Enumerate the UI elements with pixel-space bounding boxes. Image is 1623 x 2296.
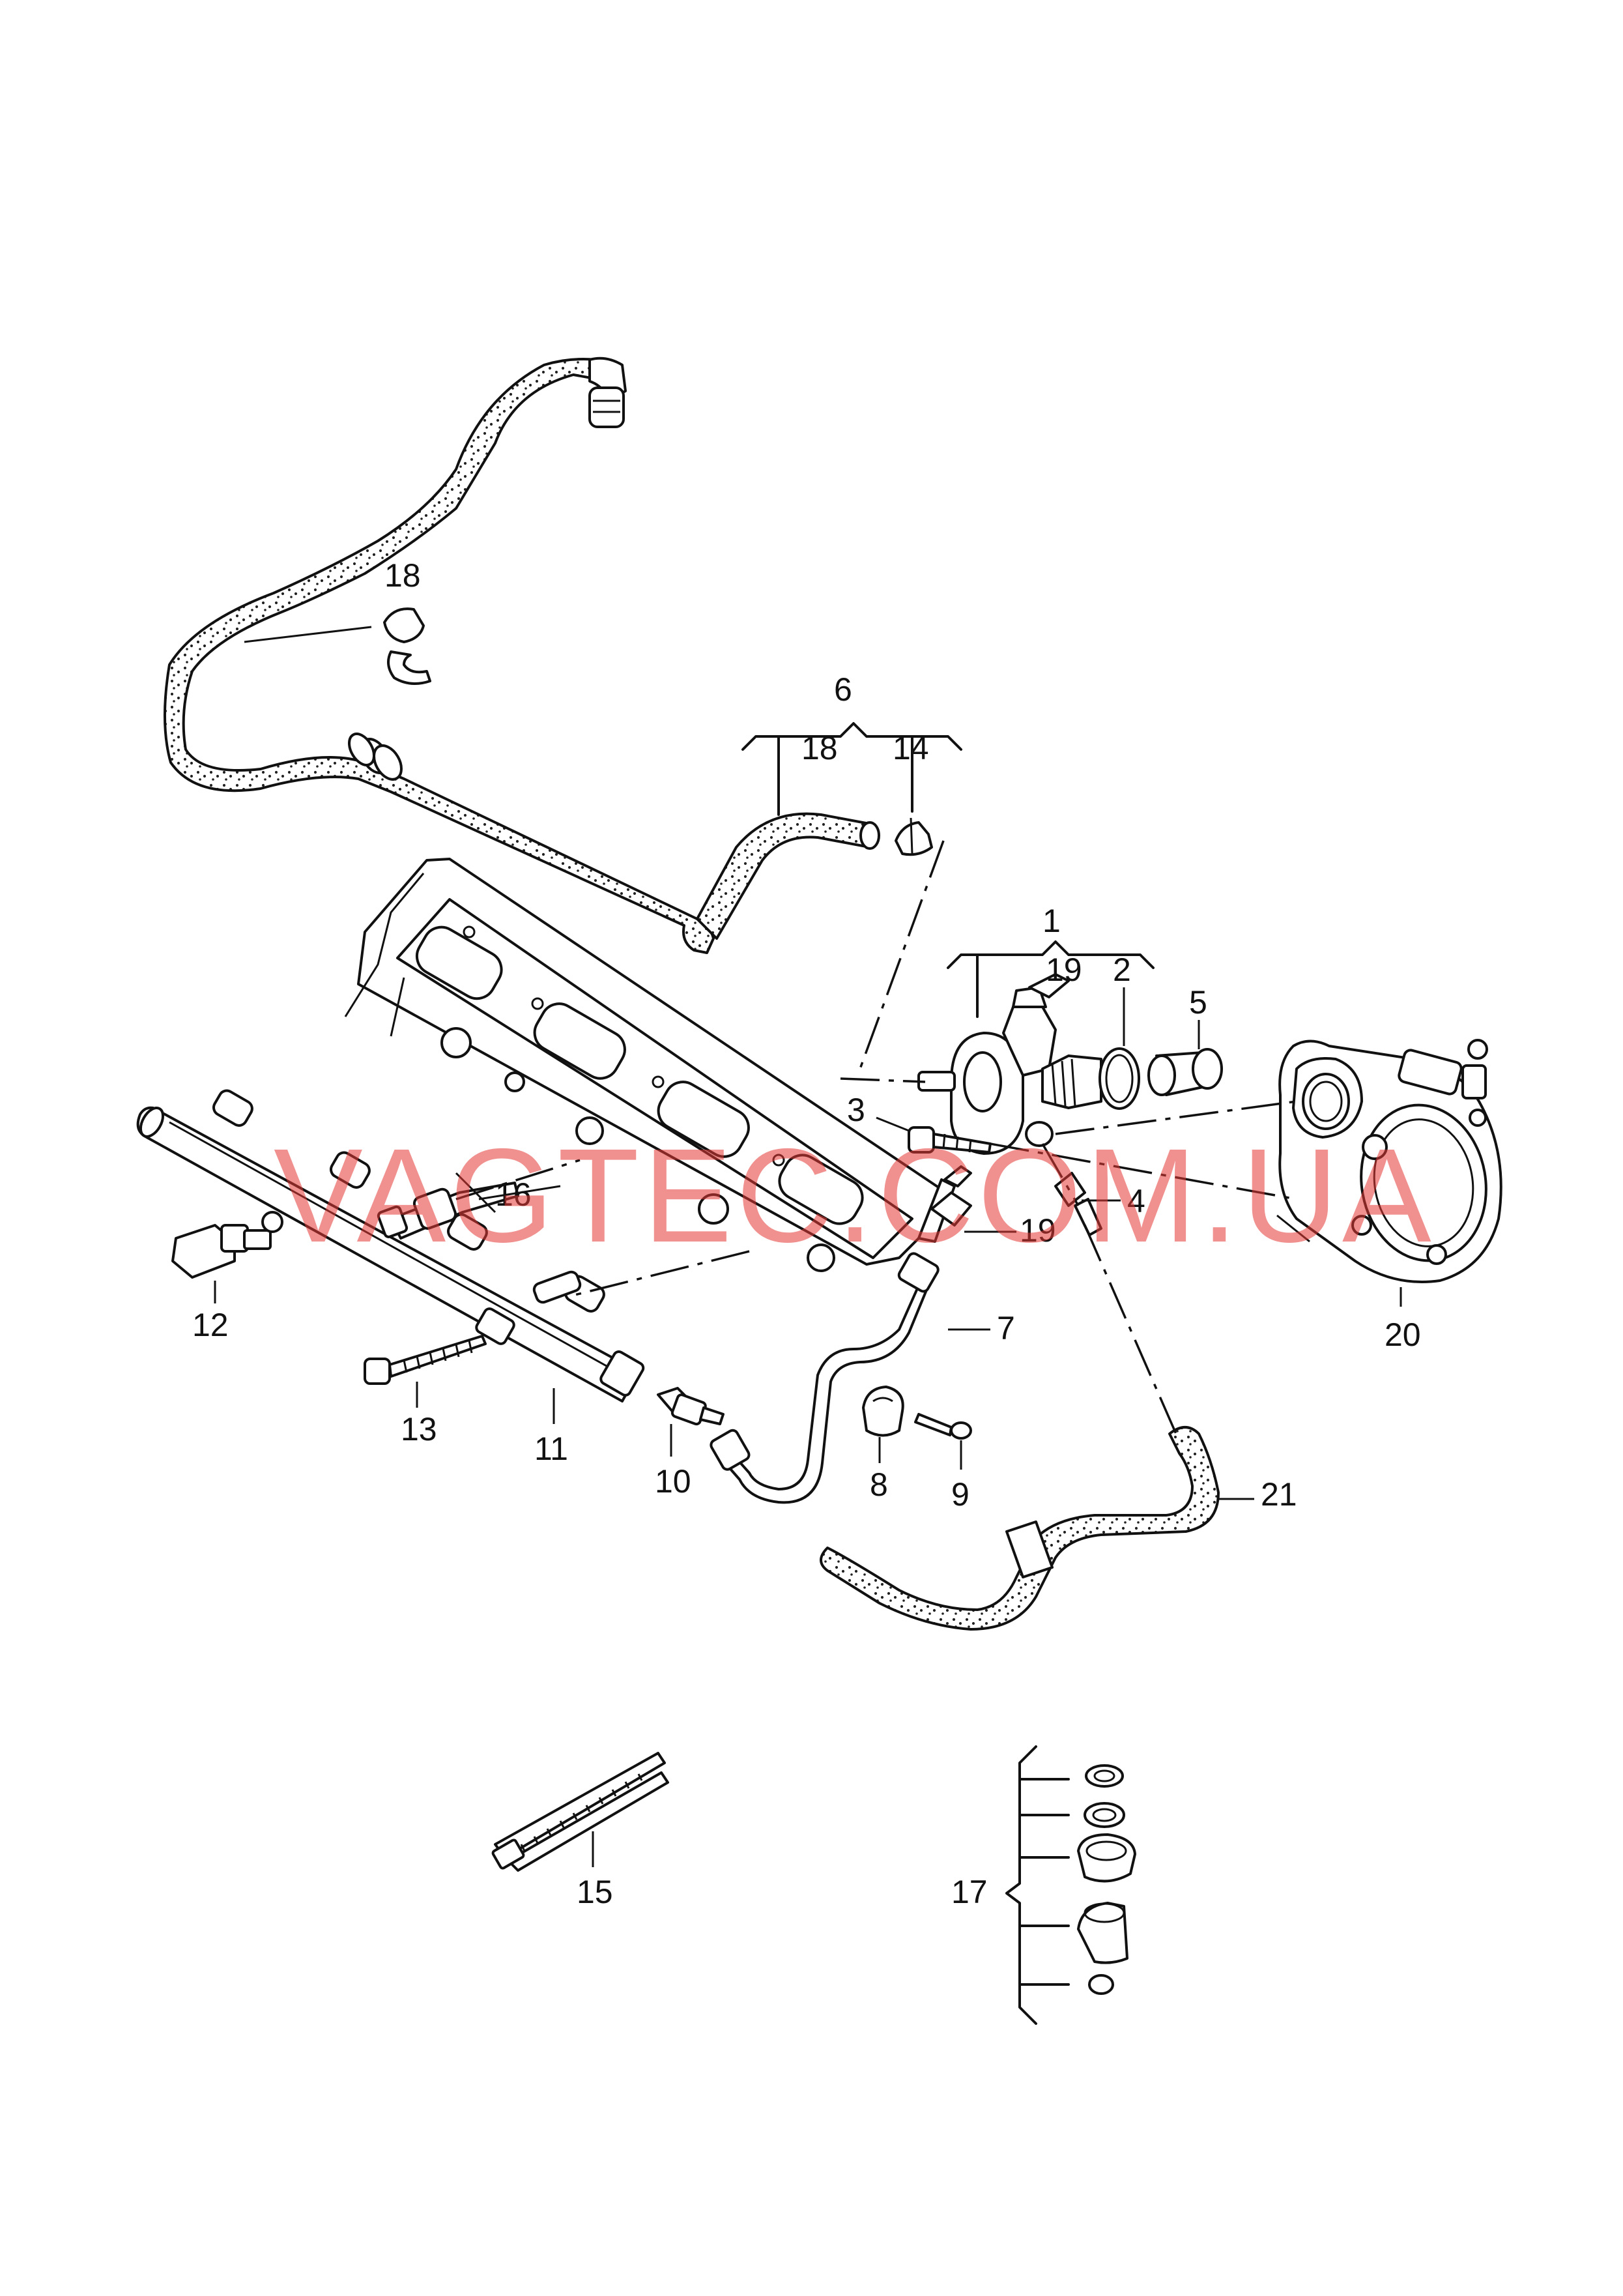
hose-21 <box>820 1426 1254 1631</box>
callout-6: 6 <box>834 671 852 708</box>
pressure-sensor-12 <box>171 1211 283 1303</box>
callout-18-group: 18 <box>801 730 838 766</box>
vent-hose-long <box>163 356 880 954</box>
callout-19-group: 19 <box>1046 952 1082 988</box>
callout-16: 16 <box>495 1176 532 1213</box>
o-ring-2 <box>1099 987 1140 1110</box>
callout-19-fitting: 19 <box>1020 1212 1056 1249</box>
callout-18-clip: 18 <box>384 557 421 594</box>
callout-9: 9 <box>951 1476 969 1513</box>
callout-21: 21 <box>1261 1476 1297 1513</box>
union-fitting-10 <box>657 1387 725 1457</box>
screw-9 <box>914 1413 972 1470</box>
cable-tie-15 <box>491 1752 669 1872</box>
fitting-4 <box>1054 1172 1121 1236</box>
group-bracket-1 <box>947 940 1155 1018</box>
callout-12: 12 <box>192 1307 229 1343</box>
union-fitting-19 <box>930 1165 1016 1233</box>
seal-kit-17 <box>1005 1745 1136 2025</box>
hose-clip-14 <box>895 817 933 856</box>
hose-clip-18 <box>244 607 431 685</box>
leader-lines <box>455 840 1297 1434</box>
callout-5: 5 <box>1189 984 1207 1021</box>
callout-2: 2 <box>1113 952 1131 988</box>
callout-labels: 1 2 3 4 5 6 7 8 9 10 11 12 13 14 15 16 1… <box>192 557 1421 1910</box>
callout-17: 17 <box>951 1874 988 1910</box>
callout-1: 1 <box>1042 903 1061 939</box>
callout-20: 20 <box>1385 1316 1421 1353</box>
injector-16 <box>377 1172 561 1240</box>
gasket-ports <box>415 925 864 1225</box>
high-pressure-line-7 <box>710 1178 990 1504</box>
callout-4: 4 <box>1127 1183 1145 1219</box>
callout-11: 11 <box>534 1431 568 1467</box>
hose-end-connector <box>588 386 625 428</box>
callout-3: 3 <box>847 1092 865 1128</box>
callout-10: 10 <box>655 1463 691 1500</box>
callout-13: 13 <box>401 1411 437 1447</box>
bolt-3 <box>876 1116 992 1154</box>
callout-15: 15 <box>577 1874 613 1910</box>
roller-tappet-5 <box>1147 1020 1223 1096</box>
vacuum-pump-20 <box>1276 1039 1502 1307</box>
callout-7: 7 <box>997 1310 1015 1346</box>
callout-14: 14 <box>893 730 929 766</box>
group-bracket-6 <box>741 722 962 816</box>
callout-8: 8 <box>870 1466 888 1503</box>
line-holder-8 <box>862 1386 904 1463</box>
watermark: VAGTEC.COM.UA <box>274 1121 1435 1270</box>
fuel-rail-11 <box>136 1089 645 1424</box>
cylinder-head <box>344 858 943 1272</box>
bolt-13 <box>364 1335 487 1408</box>
